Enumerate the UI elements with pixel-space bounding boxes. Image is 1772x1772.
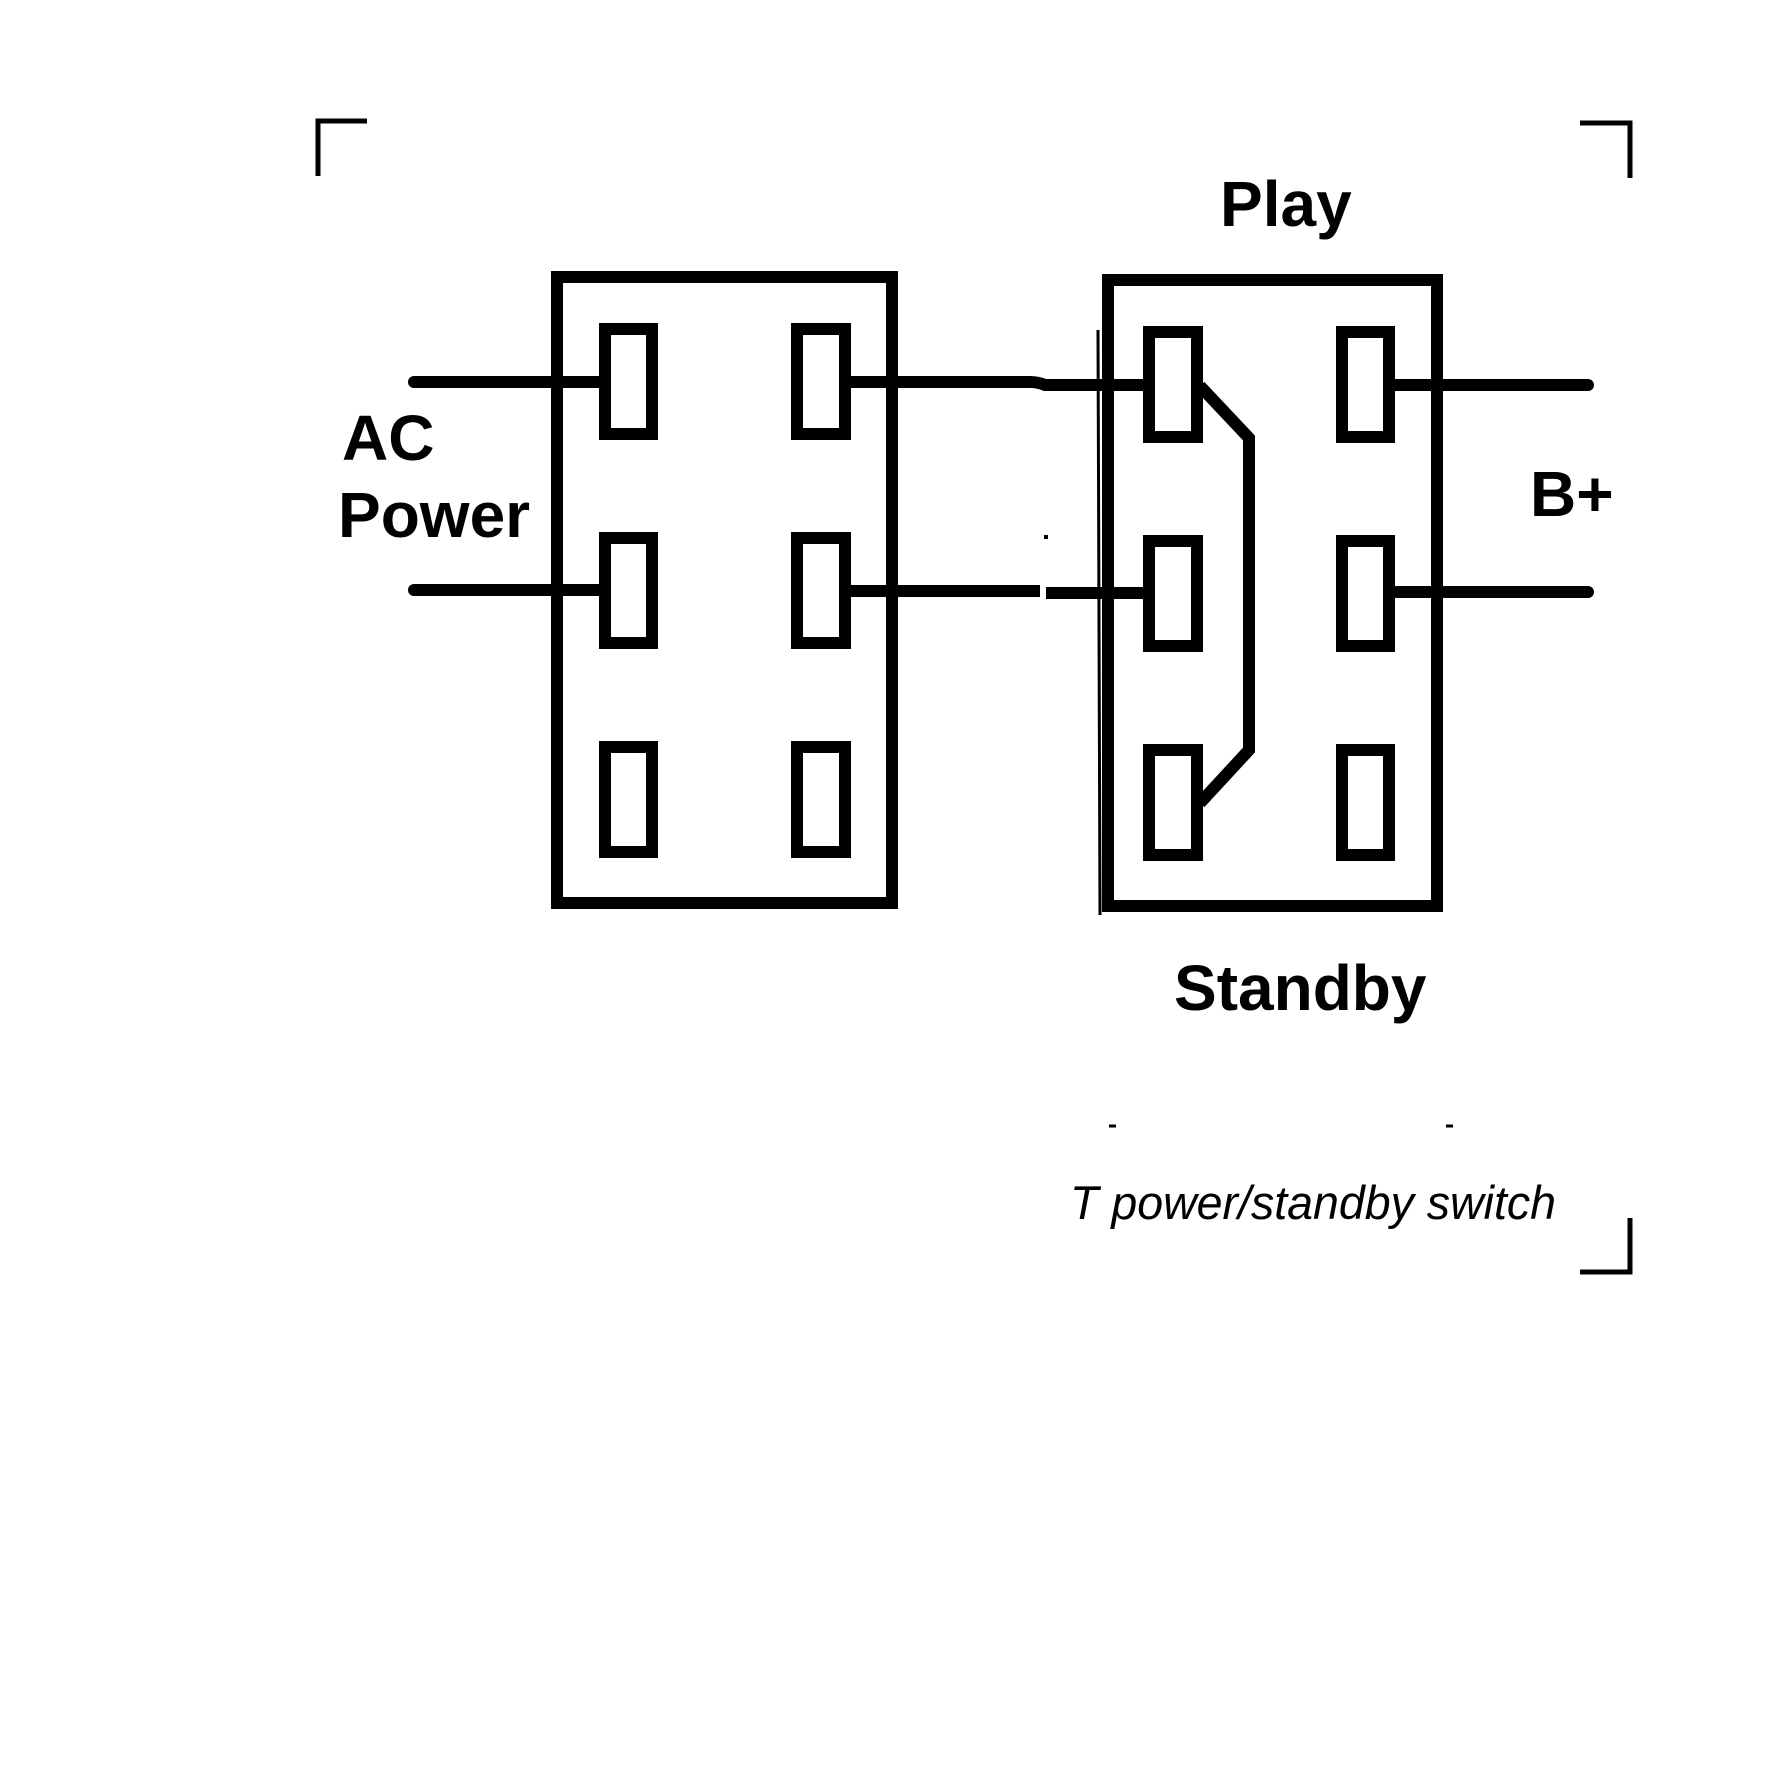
play-standby-switch [1102, 274, 1443, 912]
caption: T power/standby switch [1070, 1176, 1556, 1229]
switch-2-jumper [1195, 381, 1255, 808]
play-label: Play [1220, 168, 1352, 240]
switch-1-terminal [599, 741, 658, 858]
interconnect-wire-bottom [851, 585, 1148, 599]
crop-mark-top-right [1580, 120, 1633, 178]
switch-2-terminal [1336, 326, 1395, 443]
power-label: Power [338, 479, 530, 551]
stray-vertical-line [1096, 329, 1102, 916]
switch-2-terminal [1143, 326, 1203, 443]
switch-1-terminal [791, 741, 851, 858]
standby-label: Standby [1174, 952, 1427, 1024]
crop-mark-bottom-right [1580, 1218, 1633, 1275]
switch-1-terminal [599, 323, 658, 440]
switch-2-terminal [1336, 535, 1395, 652]
interconnect-wire-top [851, 376, 1148, 391]
switch-2-terminal [1336, 744, 1395, 861]
switch-1-terminal [791, 532, 851, 649]
b-plus-label: B+ [1530, 458, 1614, 530]
stray-dot [1044, 535, 1048, 539]
ac-power-switch [551, 271, 898, 909]
switch-2-terminal [1143, 744, 1203, 861]
switch-1-terminal [791, 323, 851, 440]
crop-mark-top-left [315, 118, 367, 176]
switch-2-terminal [1143, 535, 1203, 652]
ac-label: AC [342, 402, 434, 474]
switch-1-terminal [599, 532, 658, 649]
